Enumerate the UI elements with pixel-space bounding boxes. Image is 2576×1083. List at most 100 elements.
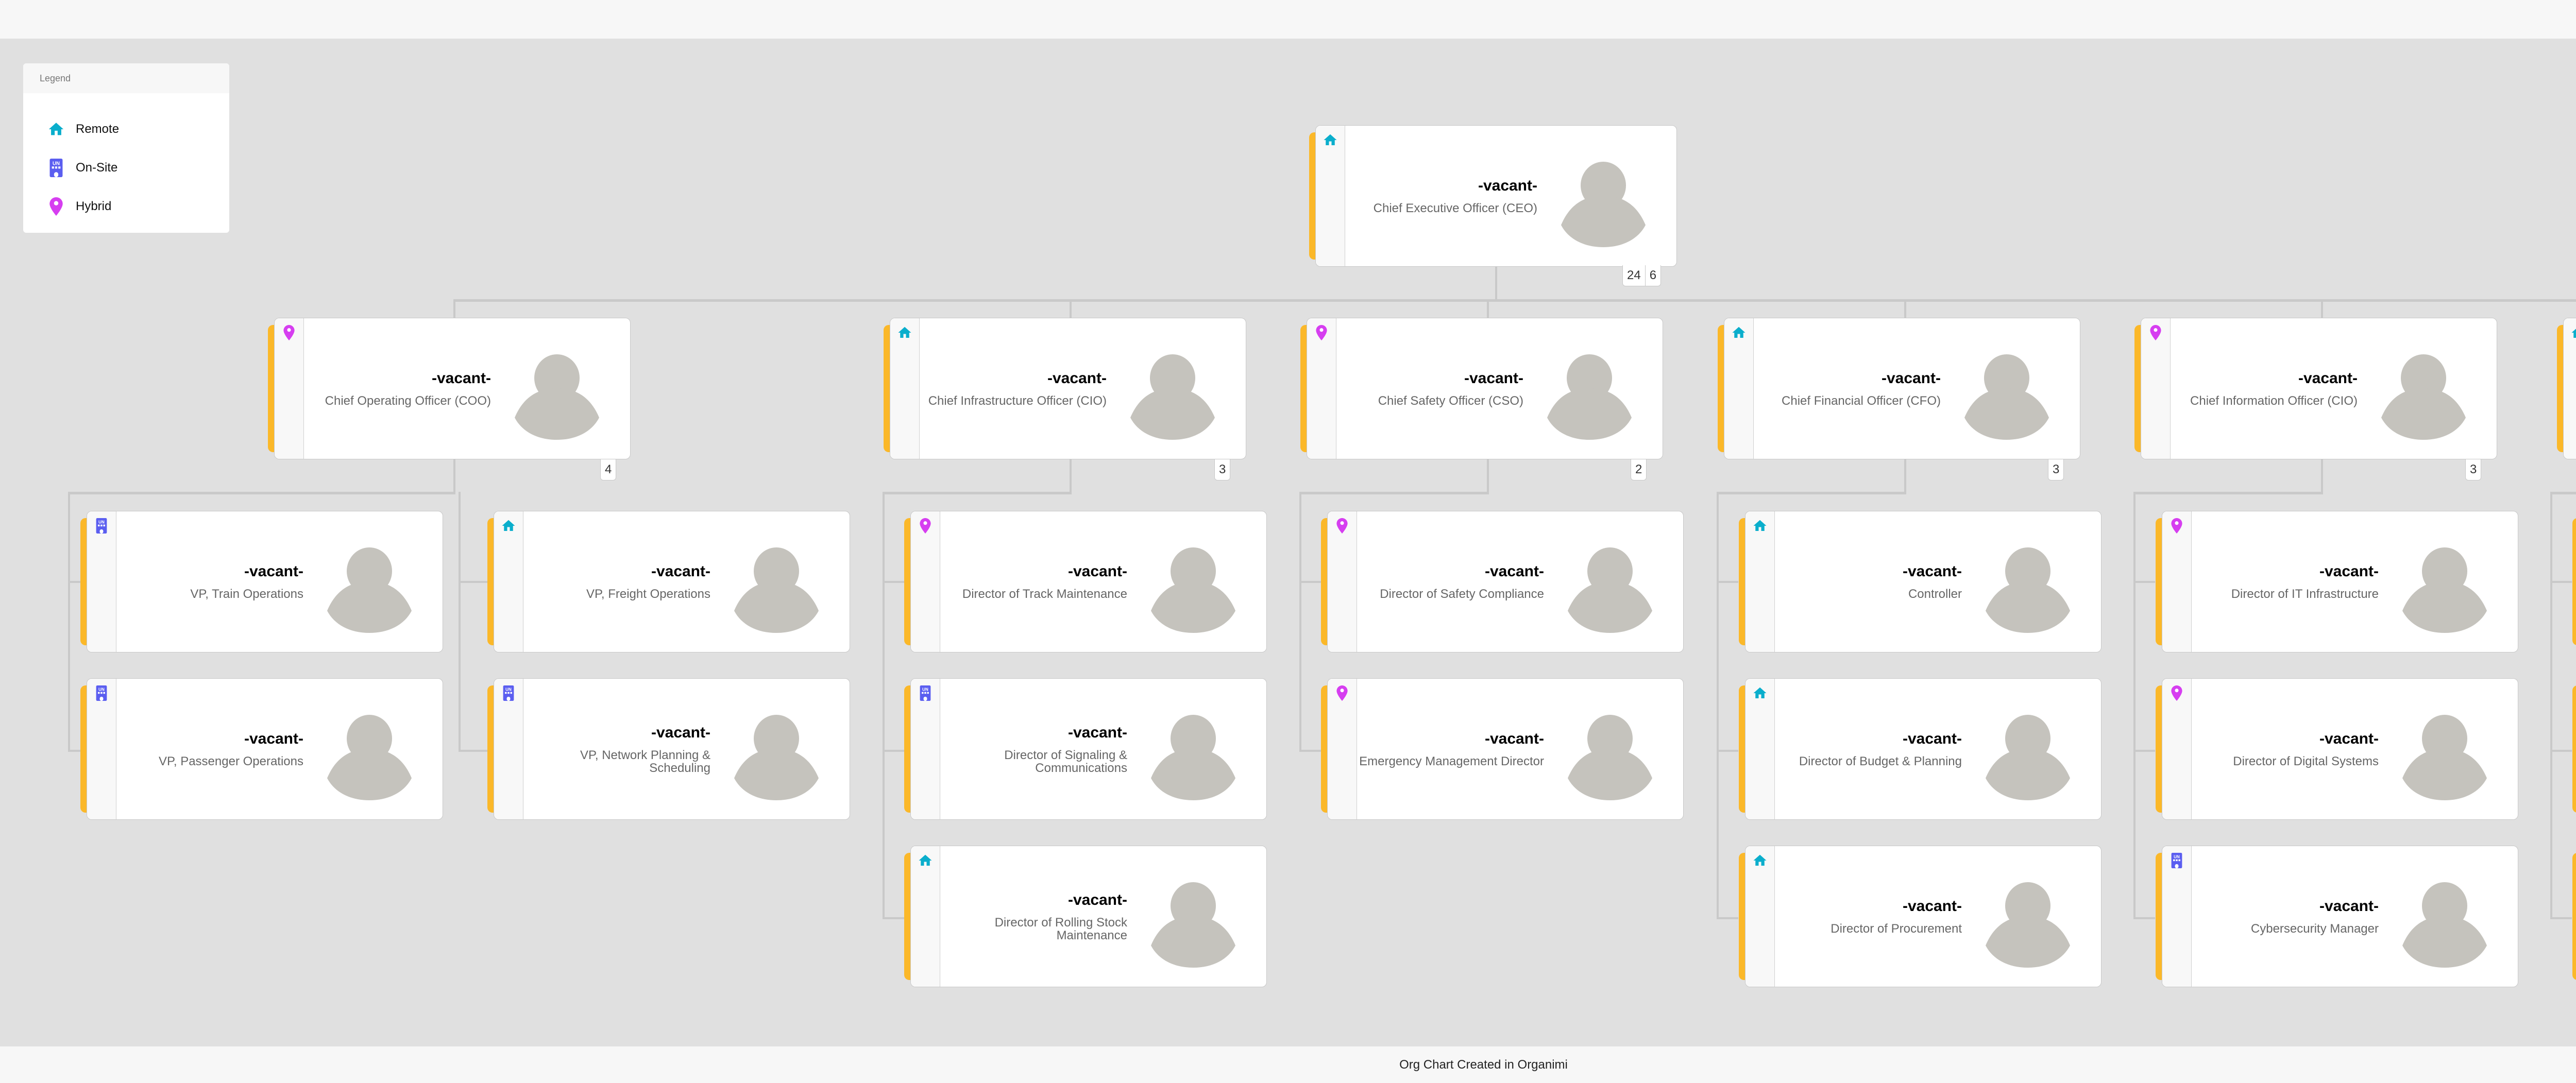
avatar-placeholder-icon — [2381, 354, 2466, 440]
count-badges[interactable]: 3 — [1214, 459, 1231, 480]
connector — [2550, 750, 2572, 752]
person-name: -vacant- — [651, 563, 710, 580]
top-bar — [0, 0, 2576, 39]
position-title: Director of Procurement — [1831, 922, 1962, 936]
building-icon — [93, 518, 110, 534]
org-card-director-it-infrastructure[interactable]: -vacant-Director of IT Infrastructure — [2156, 511, 2518, 652]
direct-count-badge[interactable]: 2 — [1635, 462, 1642, 476]
person-name: -vacant- — [1902, 563, 1962, 580]
connector — [1717, 581, 1738, 583]
position-title: Director of Digital Systems — [2233, 754, 2379, 768]
home-icon — [1752, 685, 1768, 701]
connector — [1717, 750, 1738, 752]
person-name: -vacant- — [1881, 370, 1941, 387]
building-icon — [500, 685, 517, 701]
org-card-director-digital-systems[interactable]: -vacant- Director of Digital Systems — [2156, 678, 2518, 820]
direct-count-badge[interactable]: 3 — [1219, 462, 1226, 476]
org-card-director-rolling-stock[interactable]: -vacant-Director of Rolling Stock Mainte… — [904, 846, 1267, 987]
org-card-cso[interactable]: -vacant-Chief Safety Officer (CSO) — [1300, 318, 1663, 459]
connector — [1487, 459, 1489, 493]
home-icon — [2570, 324, 2576, 341]
home-icon — [917, 852, 934, 869]
position-title: Controller — [1908, 587, 1962, 601]
org-card-vp-network-planning[interactable]: -vacant-VP, Network Planning & Schedulin… — [487, 678, 850, 820]
org-card-cybersecurity-manager[interactable]: -vacant-Cybersecurity Manager — [2156, 846, 2518, 987]
avatar-placeholder-icon — [1964, 354, 2049, 440]
org-card-controller[interactable]: -vacant- Controller — [1739, 511, 2102, 652]
org-card-emergency-management-director[interactable]: -vacant-Emergency Management Director — [1321, 678, 1684, 820]
legend-item-remote: Remote — [47, 119, 119, 140]
position-title: Director of Signaling & Communications — [1004, 748, 1127, 775]
person-name: -vacant- — [431, 370, 491, 387]
connector — [453, 299, 2576, 302]
connector — [2133, 492, 2136, 919]
connector — [2133, 581, 2155, 583]
org-card-chief-information[interactable]: -vacant-Chief Information Officer (CIO) — [2134, 318, 2497, 459]
connector — [2133, 492, 2323, 494]
avatar-placeholder-icon — [515, 354, 599, 440]
org-card-director-signaling[interactable]: -vacant- Director of Signaling & Communic… — [904, 678, 1267, 820]
avatar-placeholder-icon — [1986, 715, 2070, 800]
connector — [2550, 917, 2572, 919]
home-icon — [500, 518, 517, 534]
org-card-ceo[interactable]: -vacant-Chief Executive Officer (CEO) — [1309, 125, 1677, 267]
position-title: VP, Train Operations — [190, 587, 303, 601]
connector — [883, 581, 904, 583]
person-name: -vacant- — [1067, 563, 1127, 580]
position-title: Chief Infrastructure Officer (CIO) — [928, 394, 1107, 408]
count-badges[interactable]: 4 — [600, 459, 617, 480]
person-name: -vacant- — [1067, 724, 1127, 741]
home-icon — [896, 324, 913, 341]
total-count-badge[interactable]: 24 — [1627, 268, 1641, 282]
avatar-placeholder-icon — [327, 547, 412, 633]
org-card-director-safety-compliance[interactable]: -vacant-Director of Safety Compliance — [1321, 511, 1684, 652]
connector — [883, 492, 885, 919]
org-card-vp-train-operations[interactable]: -vacant-VP, Train Operations — [80, 511, 443, 652]
person-name: -vacant- — [1484, 730, 1544, 747]
count-badges[interactable]: 3 — [2465, 459, 2482, 480]
position-title: Director of Budget & Planning — [1799, 754, 1962, 768]
avatar-placeholder-icon — [1568, 715, 1652, 800]
person-name: -vacant- — [2319, 730, 2379, 747]
map-pin-icon — [281, 324, 297, 341]
connector — [459, 581, 487, 583]
position-title: Chief Executive Officer (CEO) — [1373, 201, 1537, 215]
connector — [1904, 299, 1906, 318]
org-card-director-procurement[interactable]: -vacant-Director of Procurement — [1739, 846, 2102, 987]
connector — [459, 492, 461, 752]
direct-count-badge[interactable]: 3 — [2053, 462, 2060, 476]
count-badges[interactable]: 24 6 — [1622, 265, 1662, 286]
position-title: Chief Financial Officer (CFO) — [1782, 394, 1941, 408]
org-card-cfo[interactable]: -vacant- Chief Financial Officer (CFO) — [1718, 318, 2080, 459]
legend-item-onsite: UN On-Site — [47, 158, 117, 178]
connector — [1070, 459, 1072, 493]
avatar-placeholder-icon — [1547, 354, 1632, 440]
connector — [453, 299, 455, 318]
org-card-director-budget-planning[interactable]: -vacant- Director of Budget & Planning — [1739, 678, 2102, 820]
person-name: -vacant- — [1902, 730, 1962, 747]
direct-count-badge[interactable]: 3 — [2470, 462, 2477, 476]
count-badges[interactable]: 3 — [2048, 459, 2064, 480]
connector — [453, 459, 455, 493]
org-card-vp-passenger-operations[interactable]: -vacant-VP, Passenger Operations — [80, 678, 443, 820]
org-card-chro[interactable]: -vacant-Chief Human Resources Officer (C… — [2557, 318, 2576, 459]
connector — [2550, 492, 2576, 494]
person-name: -vacant- — [2298, 370, 2358, 387]
position-title: Director of Track Maintenance — [962, 587, 1127, 601]
map-pin-icon — [1334, 518, 1350, 534]
org-card-director-track-maintenance[interactable]: -vacant- Director of Track Maintenance — [904, 511, 1267, 652]
count-badges[interactable]: 2 — [1631, 459, 1647, 480]
map-pin-icon — [2168, 518, 2185, 534]
avatar-placeholder-icon — [1986, 882, 2070, 968]
position-title: Director of Rolling Stock Maintenance — [994, 915, 1127, 942]
connector — [883, 492, 1072, 494]
org-card-coo[interactable]: -vacant-Chief Operating Officer (COO) — [268, 318, 631, 459]
building-icon — [2168, 852, 2185, 869]
avatar-placeholder-icon — [1151, 547, 1235, 633]
direct-count-badge[interactable]: 6 — [1645, 265, 1660, 286]
svg-text:UN: UN — [53, 161, 60, 166]
direct-count-badge[interactable]: 4 — [605, 462, 612, 476]
org-card-vp-freight-operations[interactable]: -vacant-VP, Freight Operations — [487, 511, 850, 652]
legend-item-hybrid: Hybrid — [47, 196, 111, 217]
org-card-chief-infrastructure[interactable]: -vacant-Chief Infrastructure Officer (CI… — [884, 318, 1246, 459]
